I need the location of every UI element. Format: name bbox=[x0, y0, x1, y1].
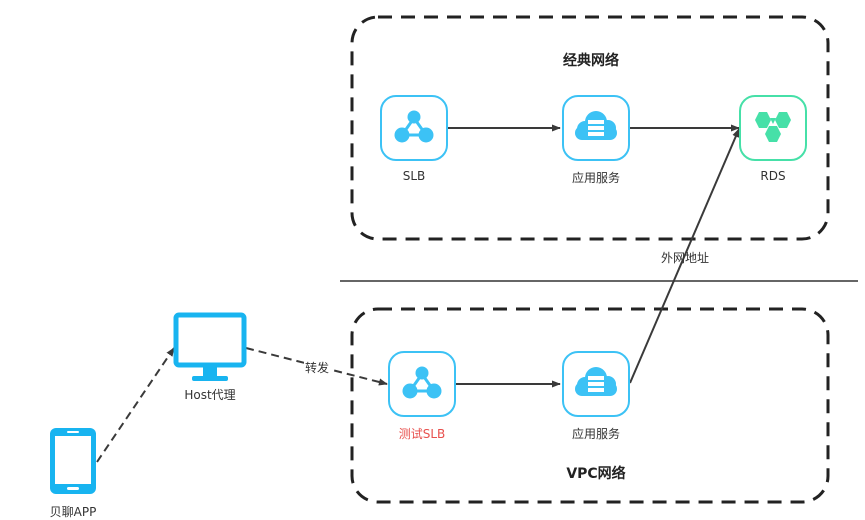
node-rds[interactable] bbox=[739, 95, 807, 161]
group-title-vpc: VPC网络 bbox=[566, 466, 626, 482]
smartphone-icon bbox=[50, 428, 96, 494]
edge-label-public-address: 外网地址 bbox=[660, 251, 710, 265]
edge-vpc-app-to-rds bbox=[629, 128, 740, 384]
label-host: Host代理 bbox=[184, 388, 236, 402]
label-vpc-app: 应用服务 bbox=[571, 427, 621, 441]
slb-network-icon bbox=[394, 110, 434, 143]
label-app: 贝聊APP bbox=[49, 505, 97, 519]
label-rds: RDS bbox=[760, 169, 786, 183]
label-classic-app: 应用服务 bbox=[571, 171, 621, 185]
group-title-classic: 经典网络 bbox=[563, 53, 619, 69]
rds-hexagon-icon bbox=[755, 112, 791, 142]
slb-network-icon bbox=[402, 366, 442, 399]
label-classic-slb: SLB bbox=[402, 169, 426, 183]
node-host[interactable] bbox=[173, 312, 247, 381]
classic-network-group bbox=[350, 15, 830, 241]
node-classic-app[interactable] bbox=[562, 95, 630, 161]
cloud-server-icon bbox=[575, 367, 617, 396]
edge-label-forward: 转发 bbox=[303, 359, 331, 376]
monitor-icon bbox=[173, 312, 247, 381]
node-classic-slb[interactable] bbox=[380, 95, 448, 161]
vpc-network-group bbox=[350, 307, 830, 504]
edge-app-to-host bbox=[96, 347, 175, 463]
node-vpc-app[interactable] bbox=[562, 351, 630, 417]
node-vpc-slb[interactable] bbox=[388, 351, 456, 417]
node-app[interactable] bbox=[50, 428, 96, 494]
cloud-server-icon bbox=[575, 111, 617, 140]
label-vpc-slb: 测试SLB bbox=[398, 427, 446, 441]
